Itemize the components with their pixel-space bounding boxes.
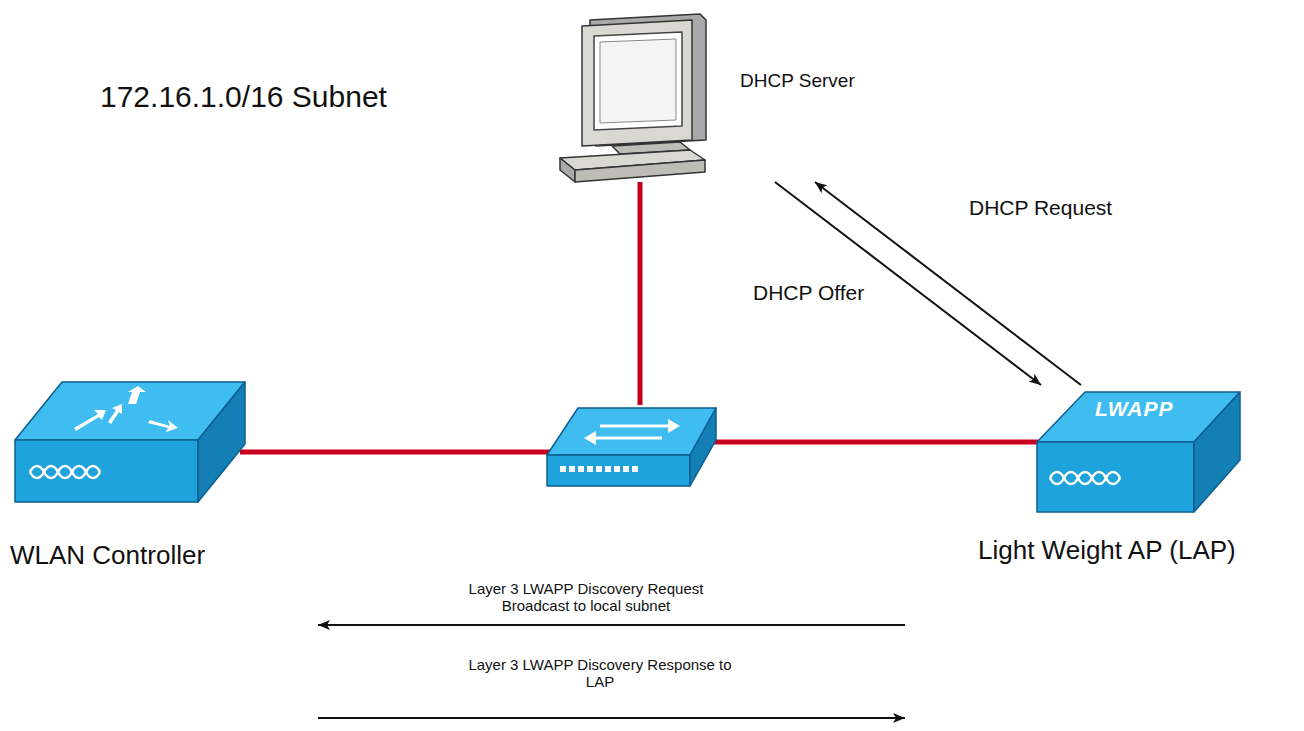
computer-icon [560, 14, 706, 182]
subnet-title: 172.16.1.0/16 Subnet [100, 80, 387, 115]
wlan-controller-icon [15, 382, 245, 502]
server-node: DHCP Server [548, 8, 900, 182]
arrow-label: Layer 3 LWAPP Discovery Response to LAP [452, 656, 748, 691]
message-arrow [318, 624, 905, 626]
lightweight-ap-icon [1037, 392, 1240, 512]
device-label: WLAN Controller [10, 541, 205, 571]
arrow-label: DHCP Request [966, 196, 1115, 220]
device-label: Light Weight AP (LAP) [978, 536, 1236, 566]
message-arrow [318, 717, 905, 719]
controller-node: WLAN Controller [8, 378, 318, 725]
switch-ports [560, 466, 638, 472]
arrow-label: Layer 3 LWAPP Discovery Request Broadcas… [438, 580, 734, 615]
arrow-label: DHCP Offer [750, 281, 867, 305]
access-point-node: LWAPP Light Weight AP (LAP) [905, 385, 1295, 725]
switch-icon [547, 408, 716, 486]
device-badge: LWAPP [1095, 397, 1174, 421]
device-label: DHCP Server [740, 70, 855, 92]
